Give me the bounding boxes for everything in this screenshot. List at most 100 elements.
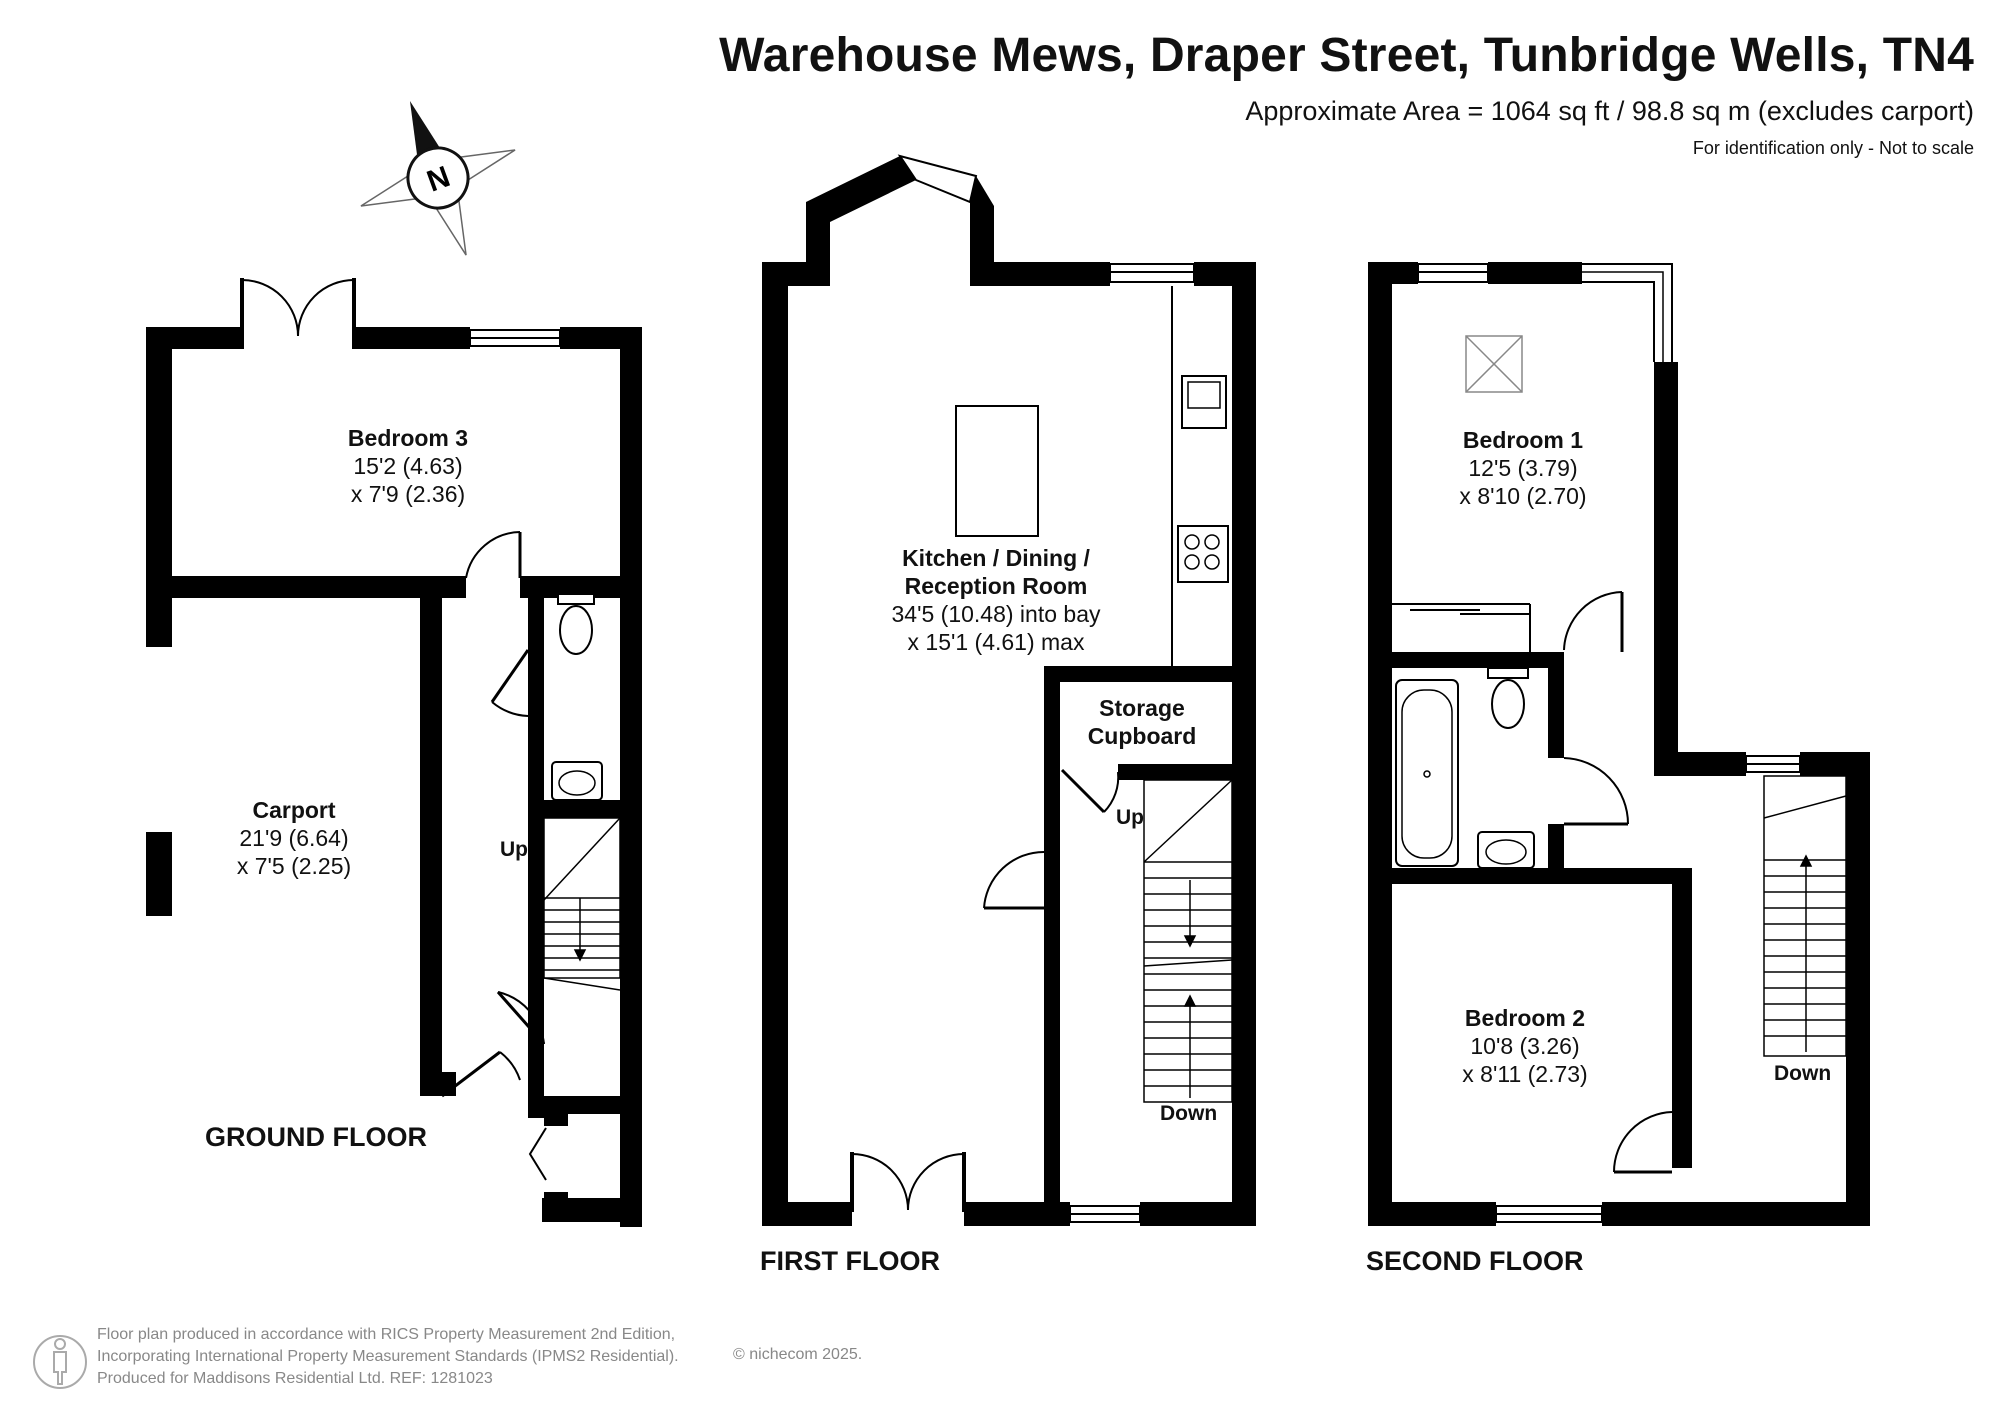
room-carport: Carport 21'9 (6.64) x 7'5 (2.25) [237,796,351,880]
first-floor-label: FIRST FLOOR [760,1246,940,1276]
wall [964,1202,1070,1226]
wall [544,1096,568,1126]
wall [1654,752,1746,776]
room-bedroom-2: Bedroom 2 10'8 (3.26) x 8'11 (2.73) [1462,1004,1587,1088]
room-name: Bedroom 1 [1462,427,1584,453]
north-arrow-icon: N [360,100,516,256]
room-name: Carport [252,797,336,823]
room-dimension: x 15'1 (4.61) max [907,629,1085,655]
wall [1368,262,1392,1226]
person-icon [33,1335,87,1389]
wall [1044,766,1060,906]
wall [620,327,642,1227]
carport-pillar [146,832,172,916]
stairs-up-label: Up [500,838,528,861]
room-storage-cupboard: Storage Cupboard [1088,694,1197,750]
stairs-up-label: Up [1116,806,1144,829]
wall [528,590,544,800]
area-summary: Approximate Area = 1064 sq ft / 98.8 sq … [1245,96,1974,126]
bay-wall [806,156,916,286]
room-dimension: x 8'10 (2.70) [1459,483,1587,509]
wall [528,818,544,1118]
toilet-cistern [1487,667,1529,679]
wall [170,576,466,598]
room-name: Bedroom 2 [1464,1005,1586,1031]
kitchen-island [955,405,1039,537]
wall [1672,868,1692,1168]
wall [1392,652,1564,668]
compass-ring [406,146,470,210]
second-floor-plan [1368,262,1870,1226]
wall [1044,906,1060,1226]
copyright: © nichecom 2025. [733,1346,863,1363]
first-floor-plan [762,154,1256,1226]
room-dimension: 34'5 (10.48) into bay [891,601,1101,627]
room-name: Storage [1099,695,1185,721]
wall [1368,1202,1496,1226]
ground-floor-label: GROUND FLOOR [205,1122,427,1152]
wall [528,800,642,818]
room-dimension: 10'8 (3.26) [1470,1033,1580,1059]
wall [1602,1202,1870,1226]
skylight [1465,335,1523,393]
wall [1846,752,1870,1226]
wall [762,1202,852,1226]
wall [146,327,172,647]
wall [1548,652,1564,758]
room-name: Kitchen / Dining / [902,545,1090,571]
wardrobe [1392,603,1531,656]
room-dimension: x 8'11 (2.73) [1462,1061,1588,1087]
room-bedroom-1: Bedroom 1 12'5 (3.79) x 8'10 (2.70) [1459,426,1586,510]
wall [1488,262,1582,284]
room-dimension: x 7'9 (2.36) [350,481,466,507]
property-title: Warehouse Mews, Draper Street, Tunbridge… [719,29,1974,82]
bay-wall [970,176,994,286]
footer-line: Produced for Maddisons Residential Ltd. … [97,1370,493,1387]
wall [1232,262,1256,1226]
room-dimension: 12'5 (3.79) [1468,455,1578,481]
wall [1392,868,1692,884]
room-name: Reception Room [904,573,1088,599]
wall [420,576,442,1096]
footer-note: Floor plan produced in accordance with R… [97,1324,679,1390]
room-dimension: 21'9 (6.64) [239,825,349,851]
second-floor-label: SECOND FLOOR [1366,1246,1584,1276]
wall [1140,1202,1256,1226]
room-dimension: x 7'5 (2.25) [236,853,352,879]
wall [1654,362,1678,762]
wall [354,327,470,349]
wall [762,262,788,1226]
wall [1044,666,1256,682]
basin [551,761,603,801]
wall [1044,666,1060,766]
kitchen-sink [1181,375,1227,429]
first-floor-stairs [1143,779,1233,1103]
toilet-bowl [559,605,593,655]
ground-floor-plan [146,278,642,1227]
ground-stairs [543,817,621,991]
toilet-cistern [557,593,595,605]
toilet-bowl [1491,679,1525,729]
room-dimension: 15'2 (4.63) [353,453,463,479]
bath [1395,679,1459,867]
stairs-down-label: Down [1160,1102,1218,1125]
wall [970,262,1110,286]
wall [420,1072,456,1096]
wall [520,576,642,598]
wall [544,1192,568,1222]
compass-north-point [409,100,440,156]
footer-line: Floor plan produced in accordance with R… [97,1326,676,1343]
identification-note: For identification only - Not to scale [1692,138,1974,158]
room-name: Cupboard [1087,723,1197,749]
wall [1118,764,1256,780]
basin [1477,831,1535,869]
room-bedroom-3: Bedroom 3 15'2 (4.63) x 7'9 (2.36) [348,424,468,508]
footer-line: Incorporating International Property Mea… [97,1348,679,1365]
room-kitchen-dining-reception: Kitchen / Dining / Reception Room 34'5 (… [892,544,1101,656]
stairs-down-label: Down [1774,1062,1832,1085]
hob [1177,525,1229,583]
second-floor-stairs [1763,775,1847,1057]
wall [1368,262,1418,284]
room-name: Bedroom 3 [347,425,469,451]
